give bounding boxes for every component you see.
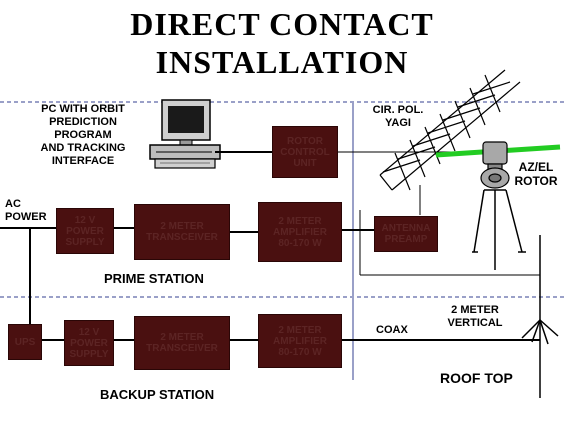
prime-station-label: PRIME STATION [104, 271, 204, 286]
rotor-control-unit: ROTOR CONTROL UNIT [272, 126, 338, 178]
pc-label: PC WITH ORBIT PREDICTION PROGRAM AND TRA… [40, 103, 126, 167]
tripod-icon [472, 189, 526, 270]
ac-power-label: AC POWER [5, 198, 47, 223]
vertical-label: 2 METER VERTICAL [447, 304, 503, 329]
vertical-antenna-icon [521, 235, 559, 398]
rotor-label: AZ/EL ROTOR [514, 160, 558, 188]
antenna-preamp: ANTENNA PREAMP [374, 216, 438, 252]
backup-station-label: BACKUP STATION [100, 387, 215, 402]
yagi-label: CIR. POL. YAGI [372, 104, 424, 129]
title-line-2: INSTALLATION [155, 44, 409, 80]
amplifier-prime: 2 METER AMPLIFIER 80-170 W [258, 202, 342, 262]
power-supply-backup: 12 V POWER SUPPLY [64, 320, 114, 366]
title-line-1: DIRECT CONTACT [130, 6, 434, 42]
amplifier-backup: 2 METER AMPLIFIER 80-170 W [258, 314, 342, 368]
power-supply-prime: 12 V POWER SUPPLY [56, 208, 114, 254]
rotor-icon [480, 141, 510, 189]
transceiver-backup: 2 METER TRANSCEIVER [134, 316, 230, 370]
computer-icon [149, 99, 221, 169]
yagi-antenna-icon [379, 69, 521, 191]
ups-box: UPS [8, 324, 42, 360]
transceiver-prime: 2 METER TRANSCEIVER [134, 204, 230, 260]
coax-label: COAX [376, 324, 408, 336]
roof-top-label: ROOF TOP [440, 370, 513, 386]
